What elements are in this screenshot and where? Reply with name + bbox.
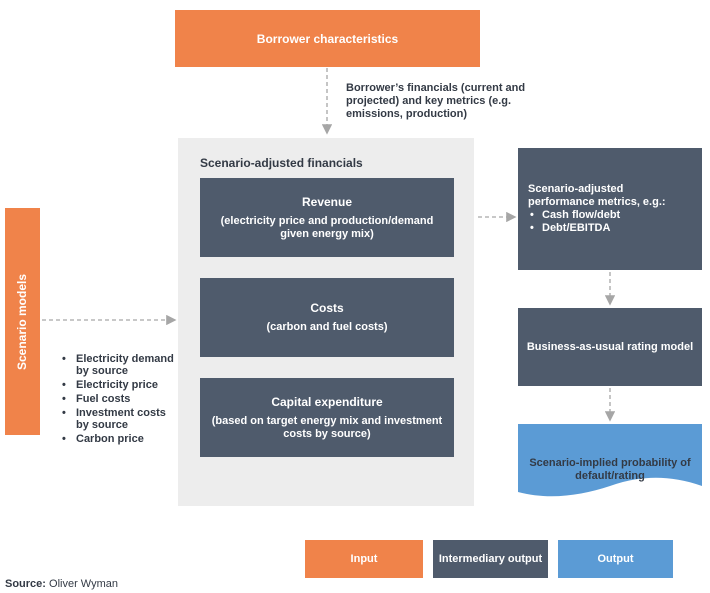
costs-subtitle: (carbon and fuel costs) xyxy=(266,321,388,333)
revenue-subtitle: (electricity price and production/demand… xyxy=(220,214,434,240)
borrower-characteristics-label: Borrower characteristics xyxy=(256,31,399,46)
output-document-box: Scenario-implied probability of default/… xyxy=(518,424,702,500)
source-text: Oliver Wyman xyxy=(49,578,118,590)
capex-title: Capital expenditure xyxy=(271,394,383,409)
list-item: Electricity demand by source xyxy=(62,353,177,377)
document-shape xyxy=(518,424,702,497)
legend-output: Output xyxy=(558,540,673,578)
legend-intermediary-label: Intermediary output xyxy=(438,552,543,565)
borrower-note: Borrower’s financials (current and proje… xyxy=(346,82,526,120)
legend-input-label: Input xyxy=(350,552,378,565)
bau-rating-model-box: Business-as-usual rating model xyxy=(518,308,702,386)
capex-box: Capital expenditure (based on target ene… xyxy=(200,378,454,457)
revenue-title: Revenue xyxy=(301,194,353,209)
performance-metrics-title: Scenario-adjusted performance metrics, e… xyxy=(528,183,666,208)
performance-metrics-box: Scenario-adjusted performance metrics, e… xyxy=(518,148,702,270)
bau-rating-model-label: Business-as-usual rating model xyxy=(526,341,694,353)
performance-metrics-list: Cash flow/debt Debt/EBITDA xyxy=(528,209,692,235)
borrower-characteristics-box: Borrower characteristics xyxy=(175,10,480,67)
list-item: Debt/EBITDA xyxy=(528,222,692,235)
capex-subtitle: (based on target energy mix and investme… xyxy=(211,414,443,440)
legend-intermediary: Intermediary output xyxy=(433,540,548,578)
scenario-models-box: Scenario models xyxy=(5,208,40,435)
list-item: Electricity price xyxy=(62,379,177,391)
legend-input: Input xyxy=(305,540,423,578)
legend-output-label: Output xyxy=(597,552,634,565)
panel-title: Scenario-adjusted financials xyxy=(200,156,363,170)
source-label: Source: xyxy=(5,578,46,590)
revenue-box: Revenue (electricity price and productio… xyxy=(200,178,454,257)
scenario-inputs-list: Electricity demand by source Electricity… xyxy=(62,353,177,447)
scenario-models-label: Scenario models xyxy=(15,273,30,370)
list-item: Cash flow/debt xyxy=(528,209,692,222)
output-label: Scenario-implied probability of default/… xyxy=(529,457,691,482)
source-note: Source: Oliver Wyman xyxy=(5,578,118,590)
list-item: Investment costs by source xyxy=(62,407,177,431)
costs-box: Costs (carbon and fuel costs) xyxy=(200,278,454,357)
costs-title: Costs xyxy=(310,301,344,315)
list-item: Fuel costs xyxy=(62,393,177,405)
list-item: Carbon price xyxy=(62,433,177,445)
